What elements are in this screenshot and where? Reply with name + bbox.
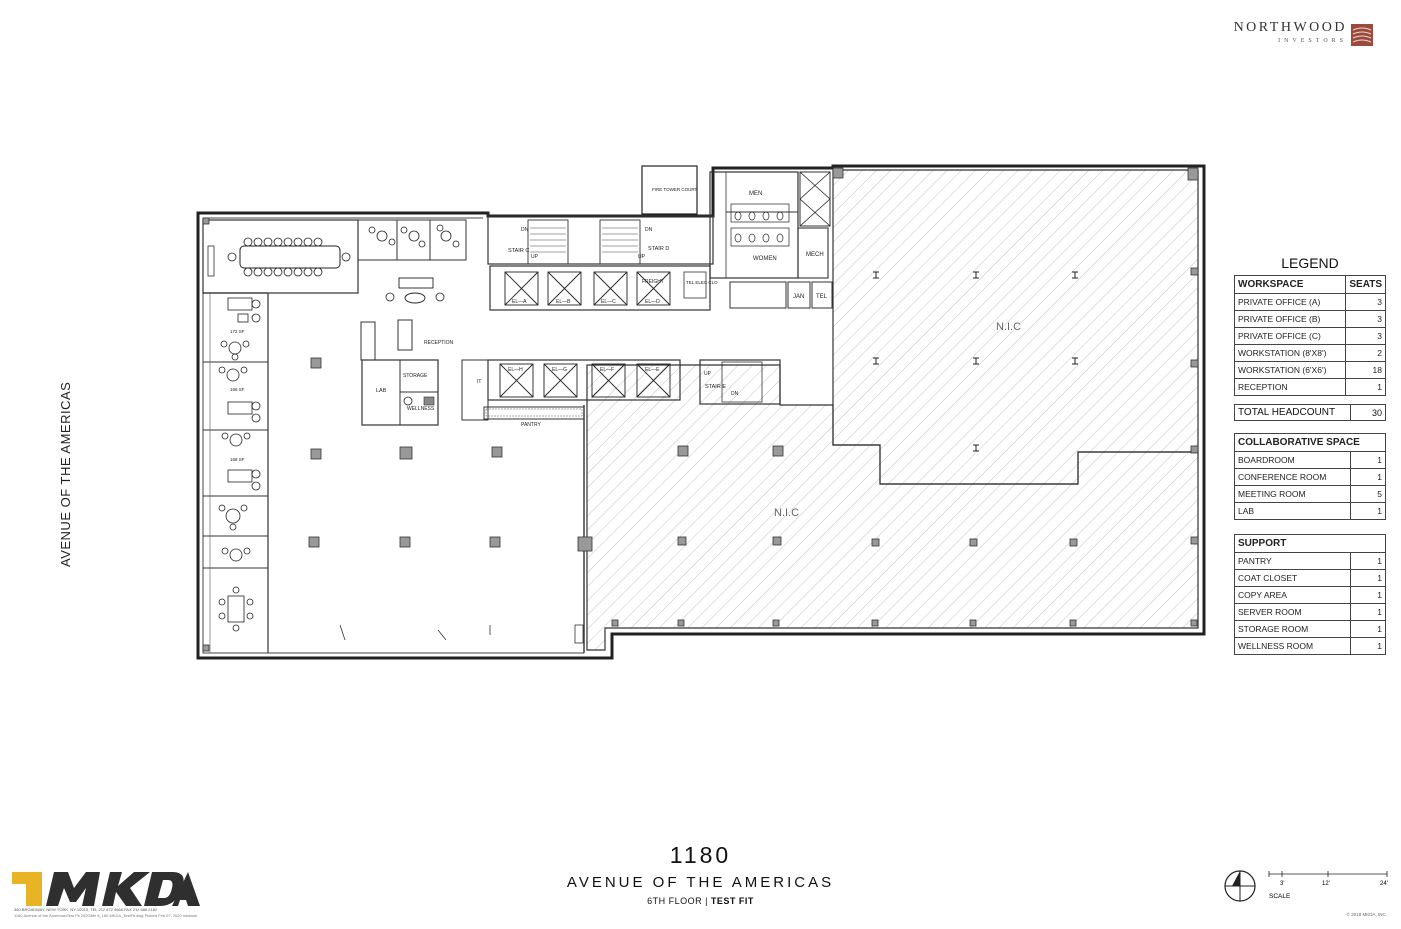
label-el-c: EL—C	[601, 299, 616, 305]
label-dn-d: DN	[645, 227, 653, 233]
boardroom-chairs	[227, 237, 351, 277]
nic-area-lower	[586, 364, 1199, 651]
brand-name: NORTHWOOD	[1233, 20, 1347, 35]
northwood-logo: NORTHWOOD INVESTORS	[1233, 18, 1387, 50]
label-el-b: EL—B	[556, 299, 571, 305]
woodgrain-icon	[1351, 24, 1373, 46]
label-fire-tower: FIRE TOWER COURT	[652, 187, 698, 192]
scale-label: SCALE	[1269, 893, 1291, 900]
table-row: PRIVATE OFFICE (C)3	[1233, 327, 1386, 345]
scale-tick-2: 12'	[1322, 881, 1330, 887]
legend-title: LEGEND	[1281, 255, 1339, 271]
table-row: PRIVATE OFFICE (B)3	[1233, 310, 1386, 328]
label-nic-upper: N.I.C	[996, 321, 1021, 333]
label-el-a: EL—A	[512, 299, 527, 305]
label-stair-c: STAIR C	[508, 248, 529, 254]
label-tel-elec: TEL ELEC CLO	[686, 280, 718, 285]
label-el-e: EL—E	[645, 367, 660, 373]
label-el-f: EL—F	[600, 367, 614, 373]
seats-header: SEATS	[1345, 275, 1386, 294]
label-lab: LAB	[376, 388, 387, 394]
label-it: IT	[477, 379, 481, 385]
label-el-g: EL—G	[552, 367, 567, 373]
scale-bar: 3' 12' 24' SCALE	[1224, 870, 1388, 902]
label-sf-168: 168 SF	[230, 457, 245, 462]
total-headcount-label: TOTAL HEADCOUNT	[1234, 404, 1351, 421]
elevator-bank-lower	[499, 363, 671, 398]
table-row: WORKSTATION (8'X8')2	[1233, 344, 1386, 362]
label-nic-lower: N.I.C	[774, 507, 799, 519]
label-mech: MECH	[806, 252, 824, 258]
scale-tick-3: 24'	[1380, 881, 1388, 887]
mkda-logo	[12, 872, 200, 906]
floor-label: 6TH FLOOR	[647, 896, 703, 906]
support-header: SUPPORT	[1234, 534, 1386, 553]
legend: LEGEND WORKSPACE SEATS PRIVATE OFFICE (A…	[1233, 255, 1386, 669]
fit-label: TEST FIT	[710, 896, 754, 906]
mkda-address: 360 BROADWAY, NEW YORK, NY 10013, TEL 21…	[14, 907, 158, 912]
label-up-c: UP	[531, 254, 539, 260]
brand-sub: INVESTORS	[1278, 38, 1347, 44]
legend-total-table: TOTAL HEADCOUNT 30	[1234, 404, 1386, 421]
structural-columns	[202, 167, 1199, 652]
elevator-bank-upper	[504, 271, 671, 306]
copyright: © 2018 MKDA, INC.	[1346, 912, 1387, 917]
total-headcount-value: 30	[1350, 404, 1386, 421]
office-furniture	[218, 297, 261, 632]
label-jan: JAN	[793, 294, 804, 300]
table-row: WORKSTATION (6'X6')18	[1233, 361, 1386, 379]
street-label: AVENUE OF THE AMERICAS	[58, 381, 73, 567]
collaborative-header: COLLABORATIVE SPACE	[1234, 433, 1386, 452]
table-row: PRIVATE OFFICE (A)3	[1233, 293, 1386, 311]
legend-workspace-table: WORKSPACE SEATS PRIVATE OFFICE (A)3 PRIV…	[1233, 275, 1386, 396]
label-sf-166: 166 SF	[230, 387, 245, 392]
label-reception: RECEPTION	[424, 340, 454, 346]
label-pantry: PANTRY	[521, 422, 541, 428]
label-stair-d: STAIR D	[648, 246, 669, 252]
title-number: 1180	[669, 842, 732, 868]
label-dn-e: DN	[731, 391, 739, 397]
title-street: AVENUE OF THE AMERICAS	[566, 874, 835, 891]
label-up-d: UP	[638, 254, 646, 260]
label-el-d: EL—D	[645, 299, 660, 305]
workspace-header: WORKSPACE	[1233, 275, 1347, 294]
title-subtitle: 6TH FLOOR | TEST FIT	[647, 896, 754, 906]
label-stair-e: STAIR E	[705, 384, 726, 390]
label-storage: STORAGE	[403, 373, 428, 379]
label-el-h: EL—H	[508, 367, 523, 373]
label-men: MEN	[749, 191, 762, 197]
label-women: WOMEN	[753, 256, 777, 262]
label-tel: TEL	[816, 294, 828, 300]
label-dn-c: DN	[521, 227, 529, 233]
label-sf-172: 172 SF	[230, 329, 245, 334]
label-wellness: WELLNESS	[407, 406, 435, 412]
mkda-file-path: 1180 Avenue of the Americas\Test Fit 202…	[14, 913, 198, 918]
north-arrow-icon	[1224, 870, 1256, 902]
label-up-e: UP	[704, 371, 712, 377]
scale-tick-1: 3'	[1280, 881, 1284, 887]
label-freight: FREIGHT	[642, 279, 664, 285]
